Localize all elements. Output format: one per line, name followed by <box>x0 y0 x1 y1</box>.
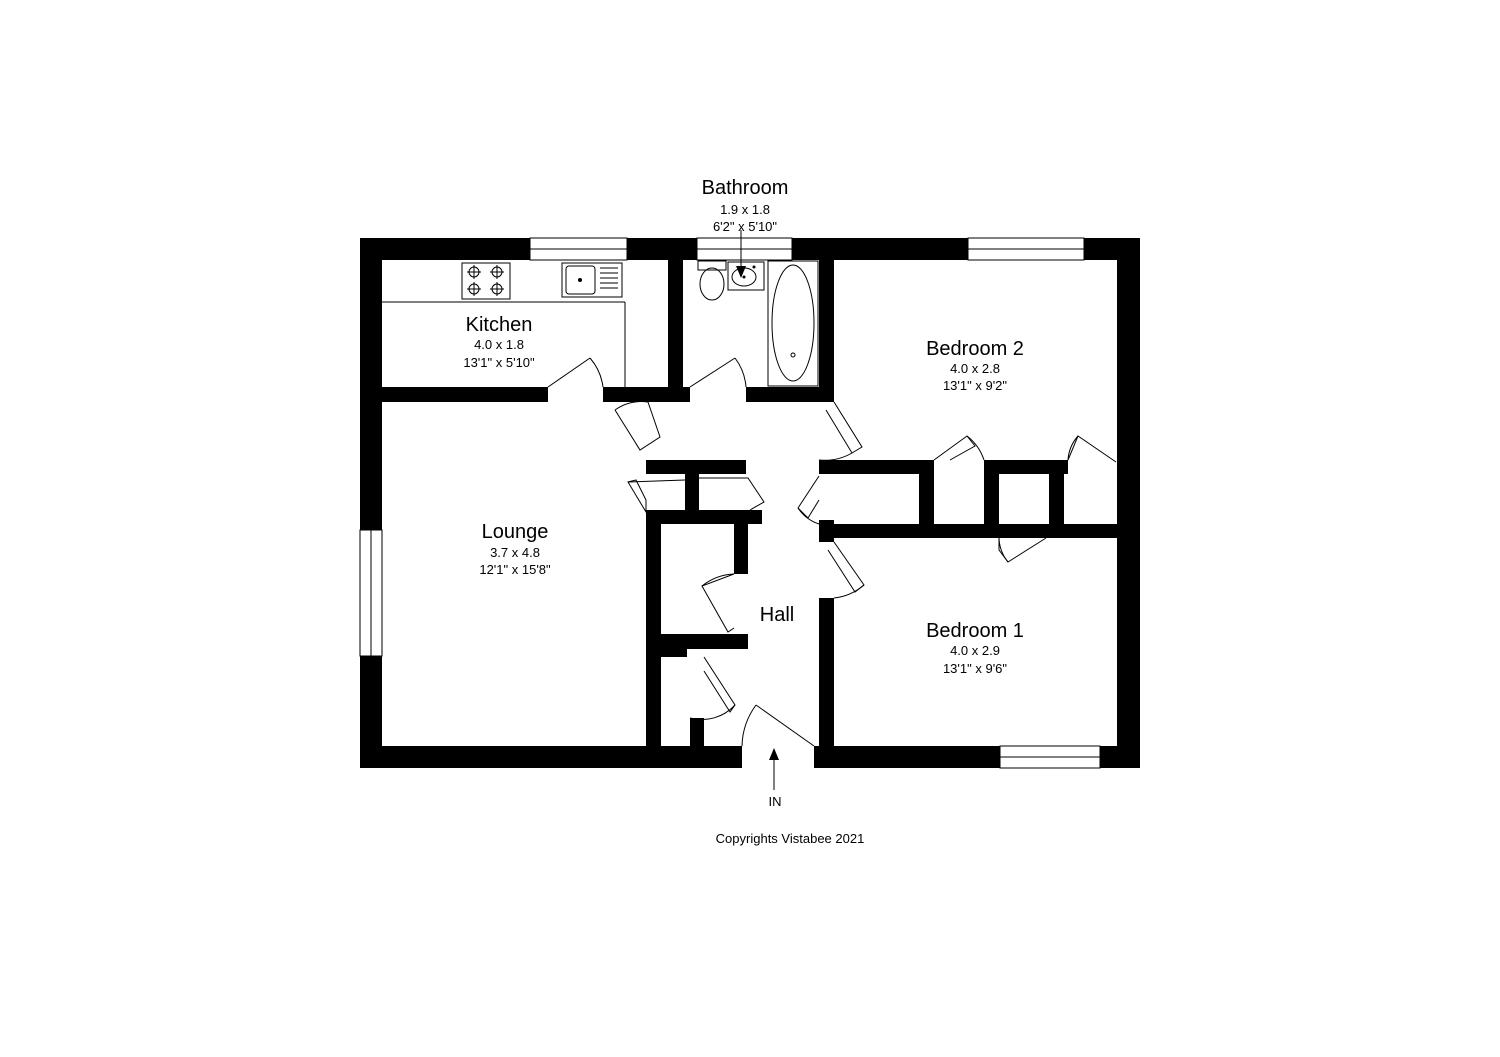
fixtures <box>382 260 819 387</box>
lounge-window <box>359 529 383 657</box>
bedroom1-door <box>827 541 865 599</box>
bath-icon <box>767 260 819 387</box>
bedroom2-cupboard-doors <box>933 435 1117 463</box>
bedroom-cupboard-door <box>797 475 820 525</box>
bedroom2-imperial: 13'1" x 9'2" <box>943 378 1007 393</box>
bedroom1-imperial: 13'1" x 9'6" <box>943 661 1007 676</box>
kitchen-window <box>529 237 628 261</box>
bedroom2-door <box>818 401 863 461</box>
bedroom1-metric: 4.0 x 2.9 <box>950 643 1000 658</box>
bathroom-door <box>689 357 747 388</box>
lounge-metric: 3.7 x 4.8 <box>490 545 540 560</box>
hall-cupboard-doors-top <box>627 477 765 514</box>
kitchen-imperial: 13'1" x 5'10" <box>463 355 535 370</box>
bedroom1-cupboard-door <box>998 524 1047 563</box>
room-labels: Bathroom 1.9 x 1.8 6'2" x 5'10" Kitchen … <box>463 177 1024 846</box>
bedroom2-metric: 4.0 x 2.8 <box>950 361 1000 376</box>
hall-cupboard-lower-door <box>689 656 736 721</box>
windows <box>359 237 1101 769</box>
basin-icon <box>727 261 765 291</box>
bedroom2-window <box>967 237 1085 261</box>
bedroom2-name: Bedroom 2 <box>926 338 1024 360</box>
bathroom-pointer-icon <box>736 230 746 278</box>
entrance-door <box>741 704 815 747</box>
doors <box>547 357 1117 747</box>
bathroom-window <box>696 237 793 261</box>
interior-walls <box>382 260 1119 746</box>
outer-walls <box>360 238 1140 768</box>
lounge-name: Lounge <box>482 521 549 543</box>
bedroom1-name: Bedroom 1 <box>926 620 1024 642</box>
bedroom1-window <box>999 745 1101 769</box>
entrance-label: IN <box>769 794 782 809</box>
hall-name: Hall <box>760 604 794 626</box>
hob-icon <box>461 262 511 300</box>
bathroom-imperial: 6'2" x 5'10" <box>713 219 777 234</box>
copyright-text: Copyrights Vistabee 2021 <box>716 831 865 846</box>
kitchen-worktop <box>382 301 626 387</box>
sink-icon <box>561 262 623 298</box>
kitchen-name: Kitchen <box>466 314 533 336</box>
kitchen-door <box>547 357 604 388</box>
lounge-door <box>614 401 661 451</box>
toilet-icon <box>697 260 727 301</box>
lounge-imperial: 12'1" x 15'8" <box>479 562 551 577</box>
bathroom-metric: 1.9 x 1.8 <box>720 202 770 217</box>
kitchen-metric: 4.0 x 1.8 <box>474 337 524 352</box>
bathroom-name: Bathroom <box>702 177 789 199</box>
entrance-arrow-icon <box>769 748 779 790</box>
hall-cupboard-middle-door <box>701 573 735 633</box>
